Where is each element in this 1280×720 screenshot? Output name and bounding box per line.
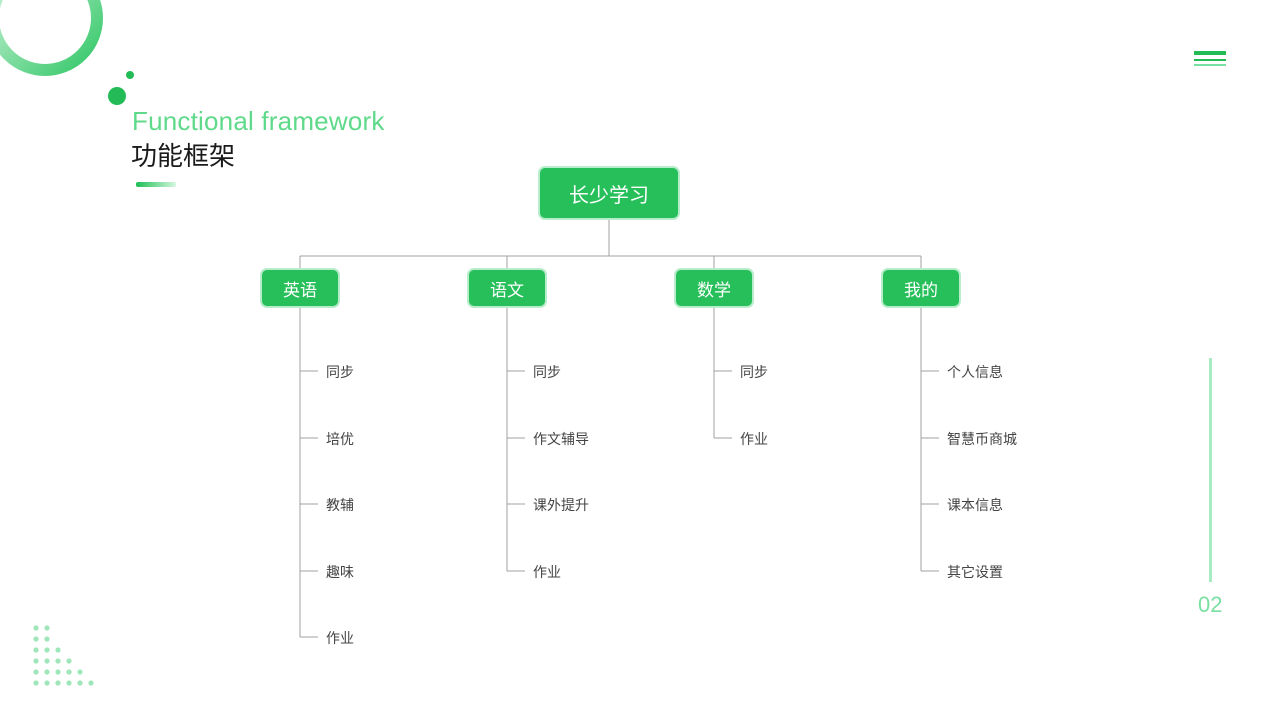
decor-dot [44, 647, 50, 653]
decor-dot [33, 625, 39, 631]
category-node-english: 英语 [262, 270, 338, 306]
category-node-chinese: 语文 [469, 270, 545, 306]
dot-pattern [33, 625, 94, 686]
leaf-item: 教辅 [326, 498, 354, 514]
leaf-item: 同步 [326, 365, 354, 381]
decor-dot [55, 669, 61, 675]
decor-dot [55, 680, 61, 686]
decor-dot [55, 647, 61, 653]
decor-dot [55, 658, 61, 664]
page-number: 02 [1198, 592, 1223, 617]
decor-dot [33, 636, 39, 642]
leaf-item: 智慧币商城 [947, 432, 1017, 448]
leaf-item: 作文辅导 [533, 432, 589, 448]
title-chinese: 功能框架 [131, 142, 236, 172]
leaf-item: 个人信息 [947, 365, 1003, 381]
root-node: 长少学习 [540, 168, 678, 218]
decor-dot [33, 647, 39, 653]
decor-dot-small [126, 71, 134, 79]
leaf-item: 课外提升 [533, 498, 589, 514]
decor-dot [66, 669, 72, 675]
leaf-item: 培优 [326, 432, 354, 448]
menu-lines-icon [1194, 51, 1226, 66]
leaf-item: 作业 [533, 565, 561, 581]
title-underline [136, 182, 176, 187]
decor-dot [77, 680, 83, 686]
right-vertical-line [1209, 358, 1212, 582]
decor-dot [77, 669, 83, 675]
leaf-item: 作业 [326, 631, 354, 647]
leaf-item: 作业 [740, 432, 768, 448]
category-node-mine: 我的 [883, 270, 959, 306]
decor-dot [33, 669, 39, 675]
leaf-item: 趣味 [326, 565, 354, 581]
title-english: Functional framework [132, 106, 385, 136]
decor-dot [66, 680, 72, 686]
decor-dot [33, 658, 39, 664]
leaf-item: 课本信息 [947, 498, 1003, 514]
decor-dot [44, 669, 50, 675]
leaf-item: 其它设置 [947, 565, 1003, 581]
leaf-item: 同步 [533, 365, 561, 381]
decor-dot [44, 658, 50, 664]
decor-dot [66, 658, 72, 664]
decorative-ring [0, 0, 134, 105]
decor-dot [44, 680, 50, 686]
decor-dot [33, 680, 39, 686]
decor-dot [44, 625, 50, 631]
ring-arc [0, 0, 103, 76]
decor-dot-large [108, 87, 126, 105]
decor-dot [88, 680, 94, 686]
decor-dot [44, 636, 50, 642]
category-node-math: 数学 [676, 270, 752, 306]
leaf-item: 同步 [740, 365, 768, 381]
